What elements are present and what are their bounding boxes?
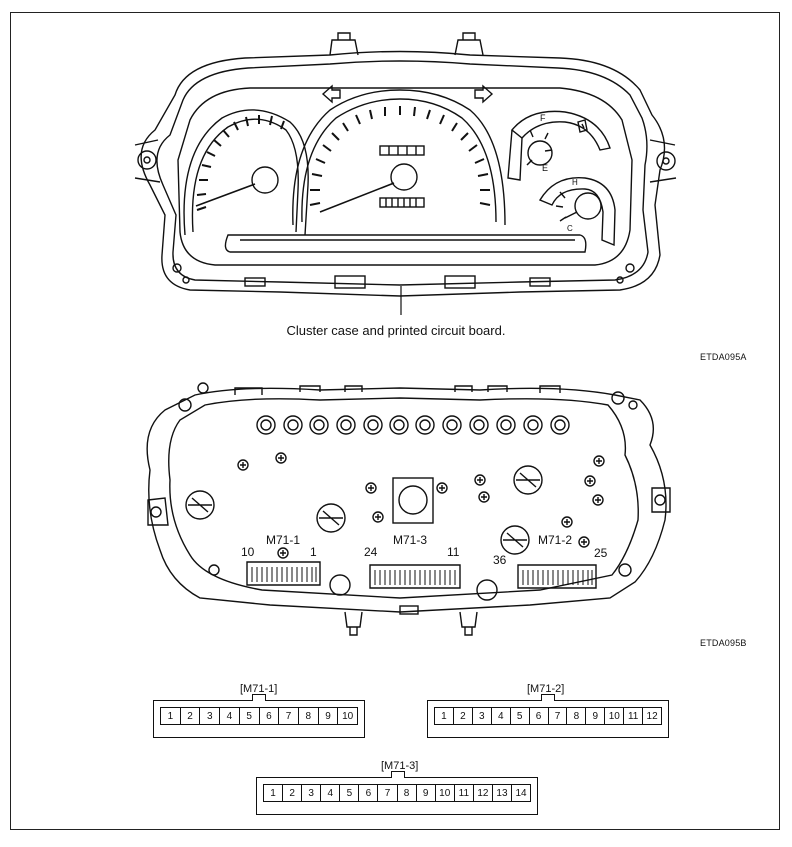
label-pin-24: 24 [364,545,378,559]
label-pin-25: 25 [594,546,608,560]
pin: 11 [455,785,474,801]
pin: 5 [240,708,260,724]
pin: 4 [220,708,240,724]
figure-1-code: ETDA095A [700,352,747,362]
pin: 12 [474,785,493,801]
svg-text:C: C [567,224,573,233]
connector-title-m71-1: [M71-1] [240,683,278,695]
pin: 9 [586,708,606,724]
pin: 6 [260,708,280,724]
pin: 9 [319,708,339,724]
label-m71-3: M71-3 [393,533,428,547]
svg-text:E: E [542,163,548,173]
pin-row: 1 2 3 4 5 6 7 8 9 10 11 12 [434,707,662,725]
connector-m71-3: 1 2 3 4 5 6 7 8 9 10 11 12 13 14 [256,771,538,815]
pin: 10 [605,708,625,724]
pin: 2 [283,785,303,801]
pin: 5 [511,708,530,724]
figure-1-caption: Cluster case and printed circuit board. [286,323,506,338]
pin: 5 [340,785,360,801]
connector-m71-2: 1 2 3 4 5 6 7 8 9 10 11 12 [427,694,669,738]
label-pin-11: 11 [447,545,460,559]
pin: 7 [549,708,568,724]
connector-m71-1: 1 2 3 4 5 6 7 8 9 10 [153,694,365,738]
pin: 7 [378,785,398,801]
pin: 13 [493,785,513,801]
pin: 1 [264,785,284,801]
pin: 14 [515,787,527,799]
svg-text:H: H [572,178,578,187]
pin: 9 [417,785,436,801]
connector-title-m71-2: [M71-2] [527,683,565,695]
label-pin-36: 36 [493,553,507,567]
figure-2-code: ETDA095B [700,638,747,648]
connector-shell: 1 2 3 4 5 6 7 8 9 10 11 12 13 14 [256,771,538,815]
pin: 3 [302,785,322,801]
connector-shell: 1 2 3 4 5 6 7 8 9 10 11 12 [427,694,669,738]
pin: 10 [436,785,455,801]
pin: 2 [454,708,473,724]
pin: 3 [200,708,221,724]
label-m71-1: M71-1 [266,533,301,547]
pin: 4 [321,785,341,801]
pin: 6 [530,708,549,724]
pin: 10 [342,710,354,722]
figure-frame [10,12,780,830]
label-pin-10: 10 [241,545,255,559]
pin-row: 1 2 3 4 5 6 7 8 9 10 11 12 13 14 [263,784,531,802]
pin: 2 [181,708,201,724]
connector-key [391,771,405,778]
pin: 6 [359,785,379,801]
label-m71-2: M71-2 [538,533,573,547]
label-pin-1: 1 [310,545,317,559]
pin: 8 [567,708,587,724]
connector-key [541,694,555,701]
pin: 8 [398,785,417,801]
pin: 1 [161,708,181,724]
connector-key [252,694,266,701]
pin: 12 [646,710,658,722]
pin-row: 1 2 3 4 5 6 7 8 9 10 [160,707,358,725]
pin: 1 [435,708,454,724]
connector-shell: 1 2 3 4 5 6 7 8 9 10 [153,694,365,738]
svg-text:F: F [540,113,546,123]
pin: 7 [279,708,299,724]
pin: 4 [492,708,511,724]
pin: 11 [624,708,644,724]
connector-title-m71-3: [M71-3] [381,760,419,772]
pin: 8 [299,708,319,724]
pin: 3 [473,708,492,724]
